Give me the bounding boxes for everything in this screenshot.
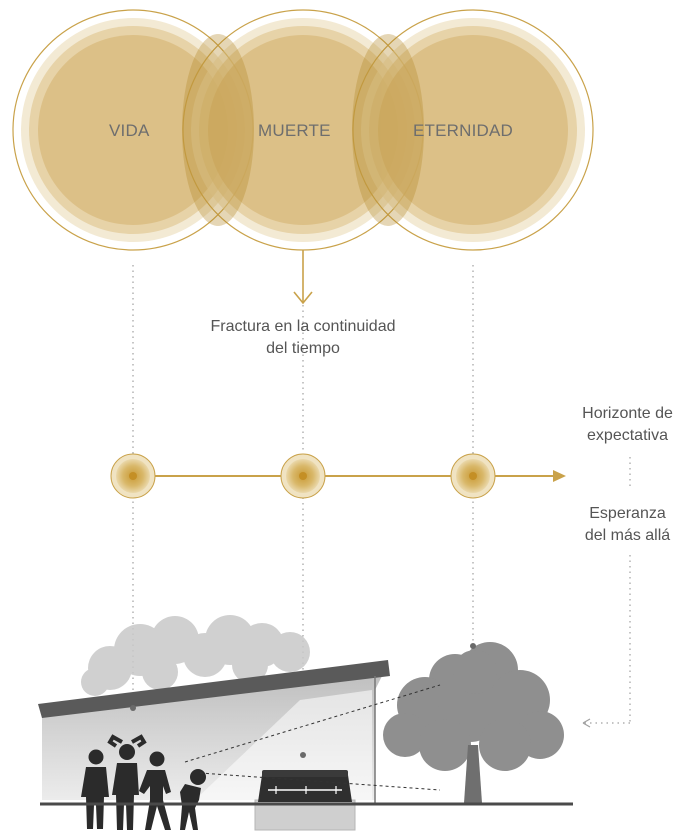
timeline-arrow <box>133 470 566 482</box>
horizon-caption: Horizonte de expectativa <box>560 403 693 447</box>
hope-caption: Esperanza del más allá <box>562 503 693 547</box>
fracture-caption: Fractura en la continuidad del tiempo <box>178 316 428 360</box>
tree <box>383 642 564 803</box>
label-vida: VIDA <box>109 121 150 140</box>
timeline-node-vida <box>110 453 156 499</box>
coffin <box>254 770 356 831</box>
horizon-line-1: Horizonte de <box>582 405 673 422</box>
fracture-arrow <box>293 250 313 305</box>
hope-line-1: Esperanza <box>589 505 666 522</box>
circle-vida <box>12 9 254 251</box>
fracture-line-1: Fractura en la continuidad <box>210 318 396 335</box>
horizon-line-2: expectativa <box>587 427 668 444</box>
connection-lines <box>184 684 441 791</box>
timeline-node-muerte <box>280 453 326 499</box>
fracture-line-2: del tiempo <box>266 340 340 357</box>
circle-eternidad <box>352 9 594 251</box>
background-foliage <box>81 615 310 696</box>
timeline-node-eternidad <box>450 453 496 499</box>
arrow-to-tree <box>582 718 591 728</box>
label-eternidad: ETERNIDAD <box>413 121 514 140</box>
guide-endpoints <box>130 643 476 758</box>
mourners <box>81 734 206 830</box>
circle-overlap-lenses <box>182 34 424 226</box>
hope-line-2: del más allá <box>584 527 671 544</box>
label-muerte: MUERTE <box>258 121 331 140</box>
shed-roof <box>38 660 390 718</box>
circle-muerte <box>182 9 424 251</box>
